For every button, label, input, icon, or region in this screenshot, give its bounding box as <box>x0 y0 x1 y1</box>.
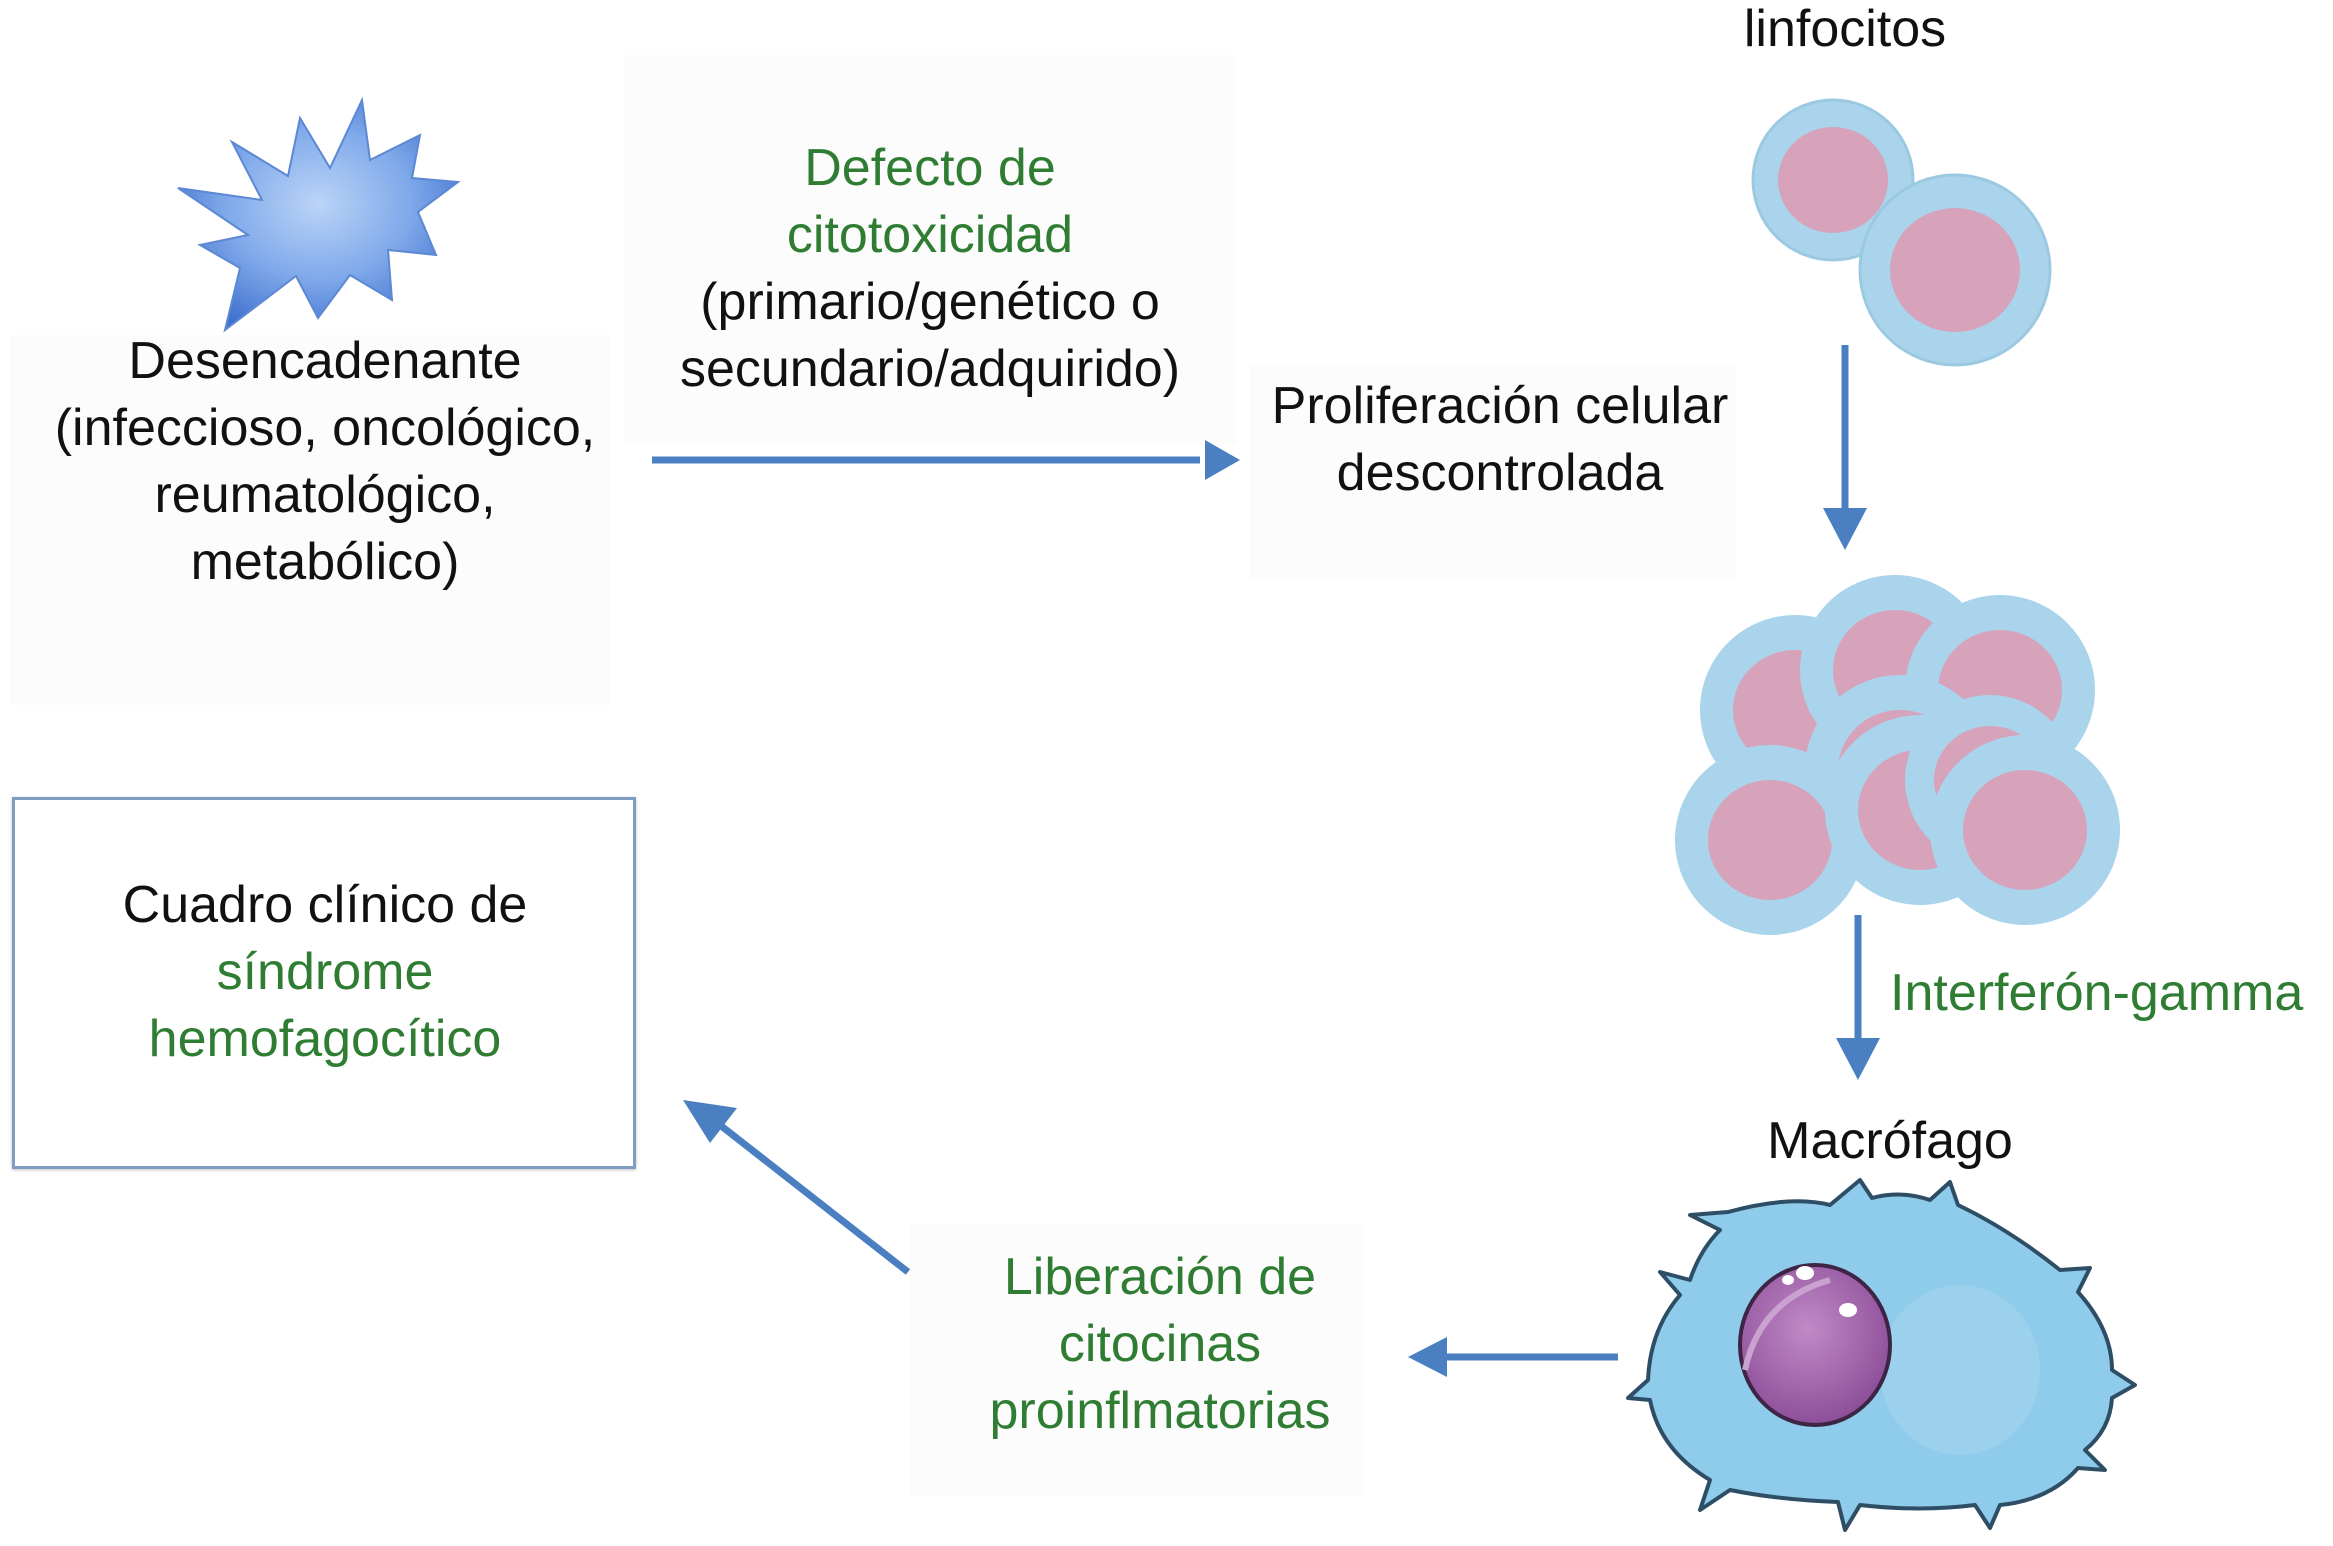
clinical-green-line-2: hemofagocítico <box>148 1010 502 1068</box>
arrowhead-macrophage <box>1408 1337 1447 1377</box>
cytokines-text: Liberación de citocinas proinflmatorias <box>920 1244 1400 1445</box>
clinical-green-line-1: síndrome <box>216 943 434 1001</box>
proliferation-text: Proliferación celular descontrolada <box>1250 373 1750 507</box>
proliferation-panel <box>1250 365 1735 580</box>
defect-black-line-2: secundario/adquirido) <box>679 340 1181 398</box>
lymphocytes-label: linfocitos <box>1743 0 1947 58</box>
defect-green-line-1: Defecto de <box>804 139 1056 197</box>
defect-green-line-2: citotoxicidad <box>786 206 1074 264</box>
proliferation-line-2: descontrolada <box>1336 444 1664 502</box>
clinical-box <box>12 797 636 1169</box>
macrophage-label: Macrófago <box>1767 1112 2013 1170</box>
arrow-cytokines-to-clinical <box>717 1122 911 1275</box>
macrophage-icon <box>1626 1178 2137 1532</box>
starburst-icon <box>177 96 461 333</box>
defect-black-line-1: (primario/genético o <box>700 273 1160 331</box>
arrowhead-cytokines <box>683 1100 737 1143</box>
cytokines-panel <box>910 1225 1365 1495</box>
defect-text: Defecto de citotoxicidad (primario/genét… <box>640 135 1220 403</box>
arrowhead-lymphocytes <box>1823 508 1867 550</box>
trigger-line-2: (infeccioso, oncológico, <box>54 399 596 457</box>
trigger-panel <box>10 335 610 705</box>
arrowhead-trigger <box>1205 440 1240 480</box>
clinical-black-line-1: Cuadro clínico de <box>122 876 528 934</box>
proliferation-line-1: Proliferación celular <box>1271 377 1729 435</box>
clinical-text: Cuadro clínico de síndrome hemofagocític… <box>20 872 630 1073</box>
trigger-text: Desencadenante (infeccioso, oncológico, … <box>20 328 630 596</box>
lymphocyte-cluster-icon <box>1675 575 2120 935</box>
trigger-line-4: metabólico) <box>190 533 460 591</box>
trigger-line-1: Desencadenante <box>128 332 522 390</box>
arrowhead-interferon <box>1836 1038 1880 1080</box>
interferon-label: Interferón-gamma <box>1890 964 2304 1022</box>
cytokines-line-2: citocinas <box>1058 1315 1262 1373</box>
cytokines-line-1: Liberación de <box>1003 1248 1317 1306</box>
cytokines-line-3: proinflmatorias <box>989 1382 1331 1440</box>
defect-panel <box>625 55 1237 445</box>
trigger-line-3: reumatológico, <box>154 466 496 524</box>
lymphocyte-pair-icon <box>1751 98 2052 367</box>
